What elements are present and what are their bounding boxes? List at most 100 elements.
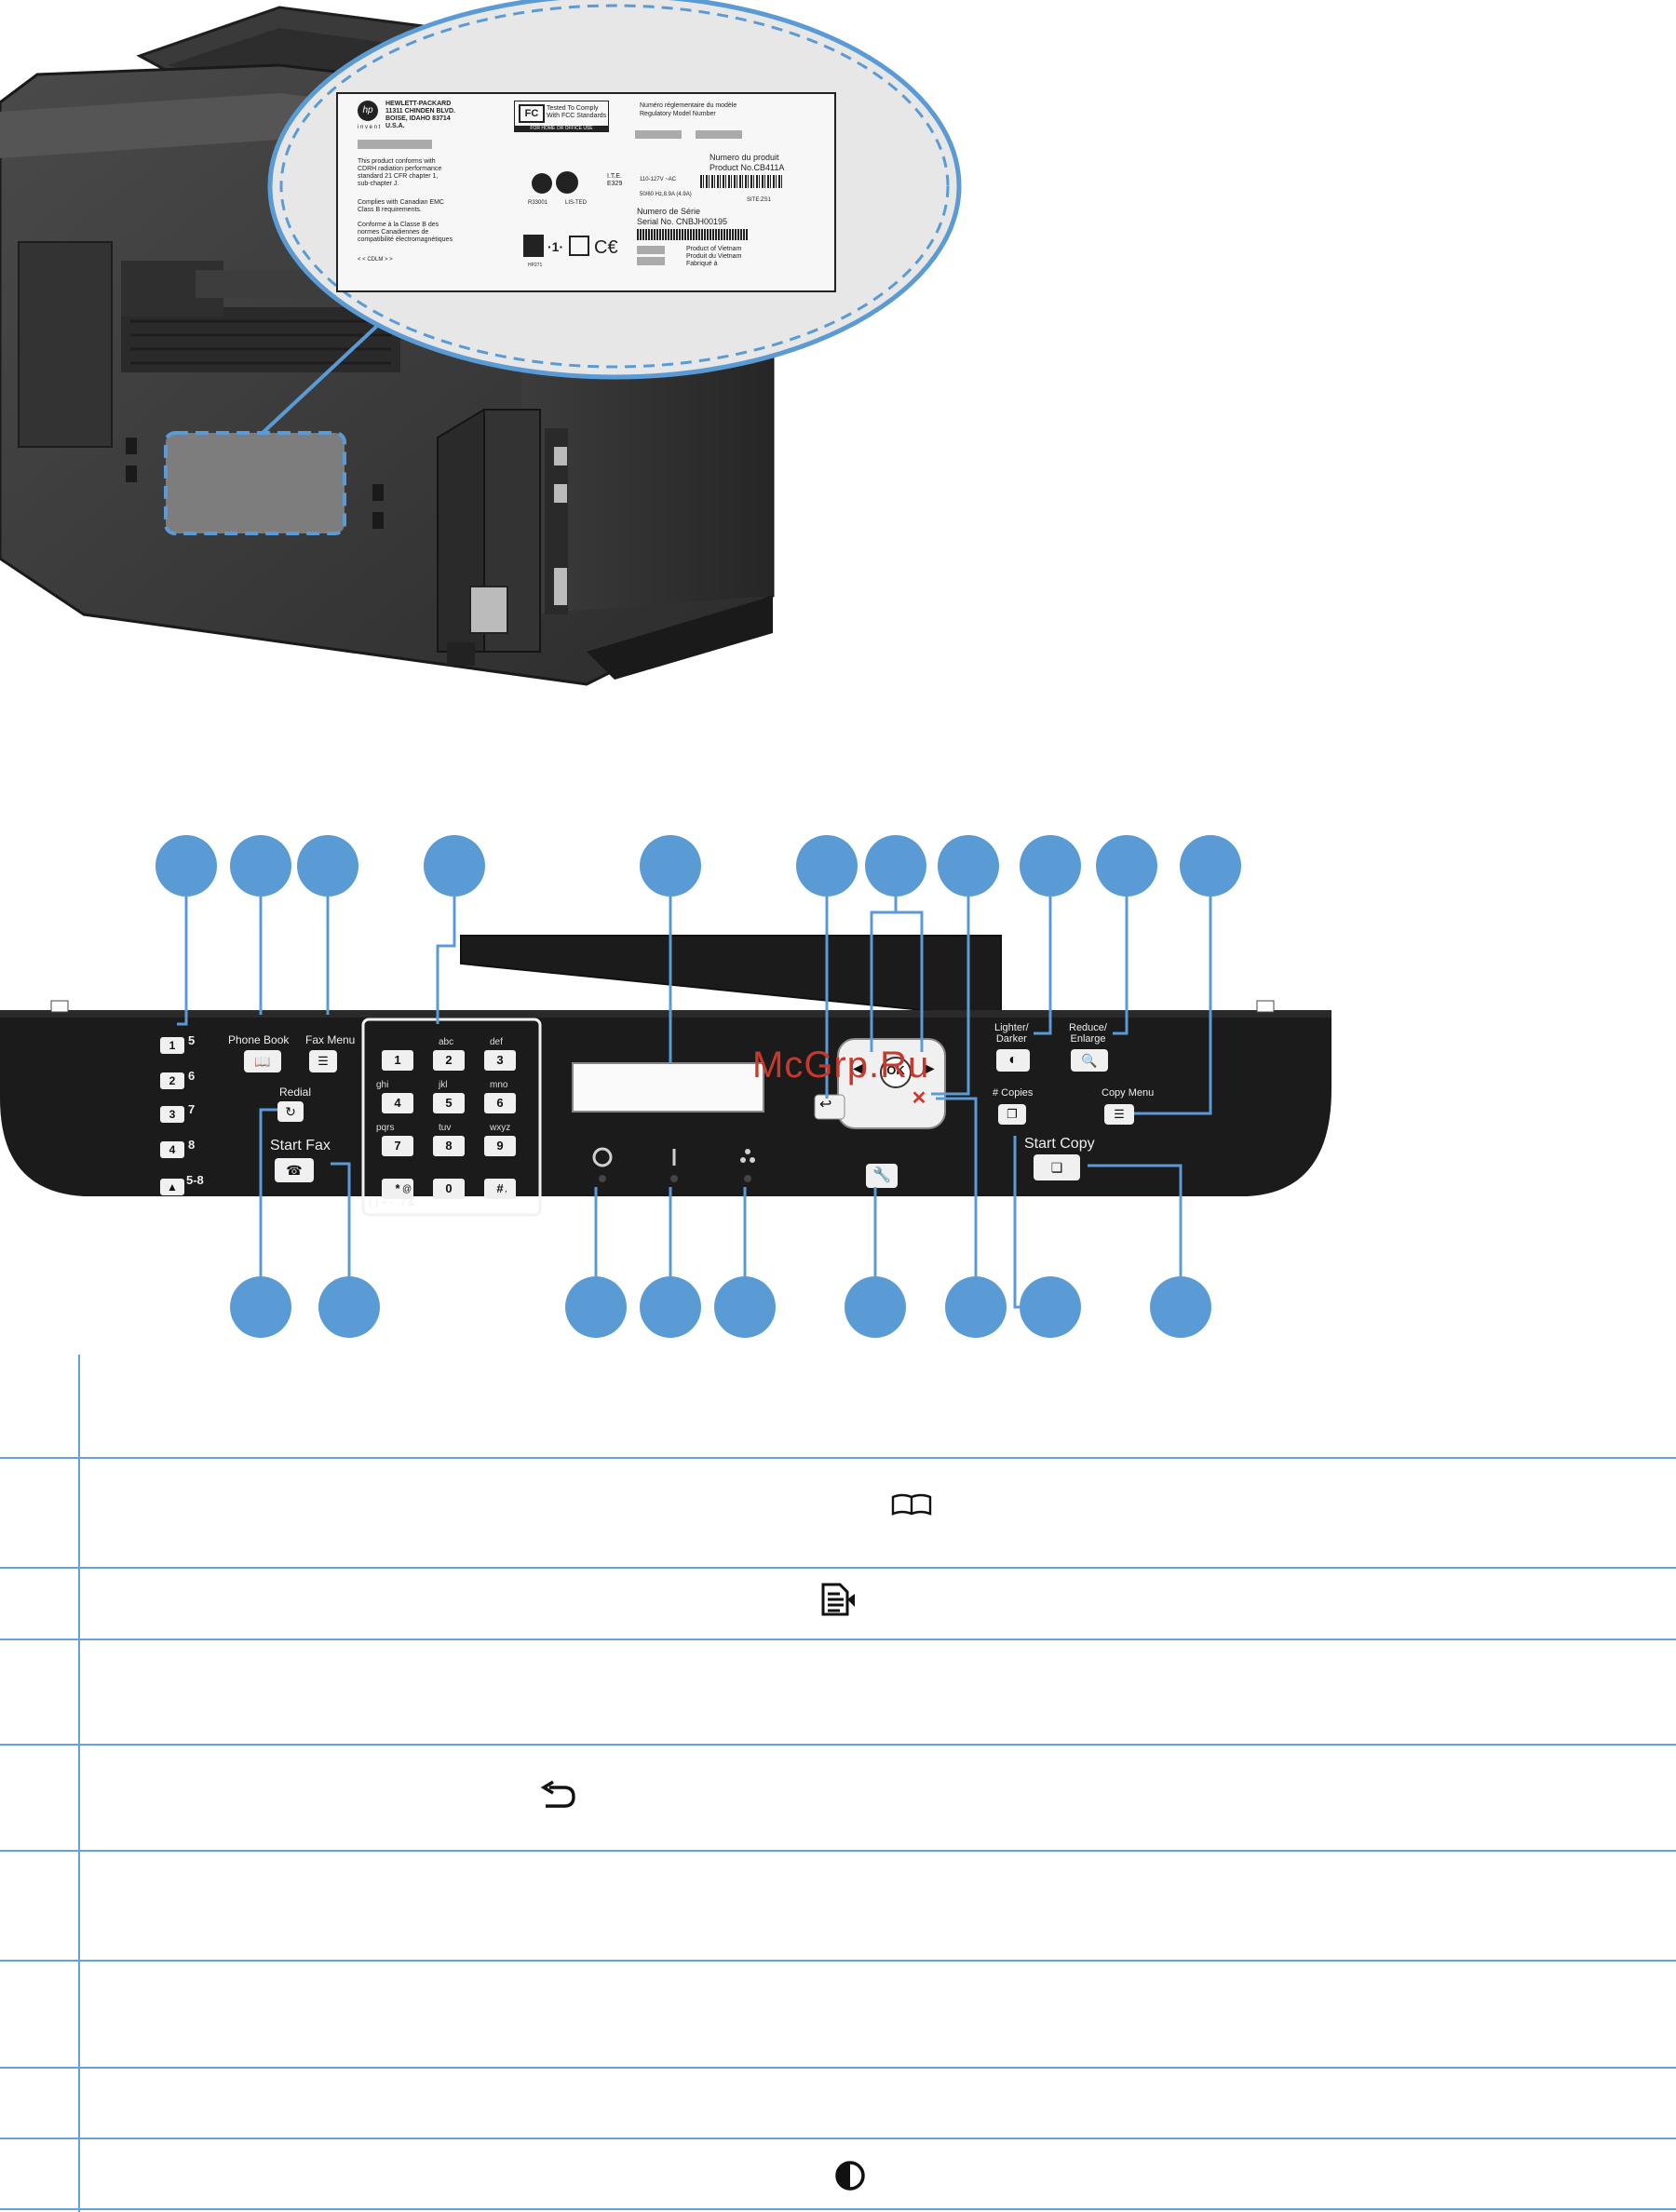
ite-text: I.T.E. bbox=[607, 173, 622, 180]
one-touch-key-2[interactable]: 2 bbox=[160, 1072, 184, 1089]
listed-text: LIS-TED bbox=[565, 200, 588, 206]
address-line: BOISE, IDAHO 83714 bbox=[385, 115, 451, 122]
keypad-letters: jkl bbox=[439, 1080, 448, 1090]
table-column-divider bbox=[78, 1355, 80, 2212]
keypad-sub-symbol: @ bbox=[402, 1184, 412, 1194]
copies-label: # Copies bbox=[993, 1087, 1034, 1099]
keypad-letters: ghi bbox=[376, 1080, 389, 1090]
control-panel-diagram bbox=[0, 835, 1331, 1338]
keypad-letters: wxyz bbox=[490, 1123, 511, 1133]
book-icon bbox=[891, 1491, 932, 1522]
lighter-darker-label: Lighter/Darker bbox=[994, 1022, 1029, 1045]
one-touch-alt-8: 8 bbox=[188, 1138, 196, 1152]
redial-button[interactable]: ↻ bbox=[277, 1101, 304, 1122]
ok-button[interactable]: OK bbox=[886, 1063, 905, 1077]
redacted-block bbox=[637, 257, 665, 265]
phone-book-button[interactable]: 📖 bbox=[244, 1050, 281, 1072]
ite-code: E329 bbox=[607, 181, 623, 187]
freq-text: 50/60 Hz,8.9A (4.9A) bbox=[640, 192, 692, 197]
one-touch-keys: 1 5 2 6 3 7 4 8 ▲ 5-8 bbox=[160, 1024, 216, 1201]
keypad-key-6[interactable]: 6 bbox=[484, 1093, 516, 1113]
table-row bbox=[0, 1639, 1676, 1640]
copies-button[interactable]: ❐ bbox=[998, 1104, 1026, 1125]
table-row bbox=[0, 2138, 1676, 2139]
svg-text:C€: C€ bbox=[594, 237, 618, 258]
keypad-key-5[interactable]: 5 bbox=[433, 1093, 465, 1113]
svg-text:·1·: ·1· bbox=[547, 239, 563, 254]
contrast-icon: ◐ bbox=[1008, 1052, 1018, 1068]
one-touch-alt-5: 5 bbox=[188, 1033, 196, 1047]
keypad-sub-symbol: , bbox=[505, 1184, 507, 1194]
lighter-darker-button[interactable]: ◐ bbox=[996, 1049, 1030, 1072]
keypad-key-4[interactable]: 4 bbox=[382, 1093, 413, 1113]
cancel-x-icon: ✕ bbox=[911, 1088, 927, 1109]
right-arrow-button[interactable]: ▶ bbox=[925, 1060, 935, 1075]
reduce-enlarge-label: Reduce/Enlarge bbox=[1069, 1022, 1107, 1045]
product-no-fr: Numero du produit bbox=[710, 153, 779, 162]
wrench-icon: 🔧 bbox=[872, 1167, 891, 1183]
menu-icon: ☰ bbox=[1114, 1107, 1125, 1121]
table-row bbox=[0, 1744, 1676, 1746]
copy-menu-button[interactable]: ☰ bbox=[1104, 1104, 1134, 1125]
serial-fr: Numero de Série bbox=[637, 207, 701, 216]
address-line: 11311 CHINDEN BLVD. bbox=[385, 108, 455, 115]
start-fax-label: Start Fax bbox=[270, 1138, 331, 1153]
menu-icon: ☰ bbox=[318, 1054, 329, 1068]
invent-text: i n v e n t bbox=[358, 125, 381, 130]
reduce-enlarge-button[interactable]: 🔍 bbox=[1071, 1049, 1108, 1072]
table-row bbox=[0, 1960, 1676, 1962]
one-touch-alt-6: 6 bbox=[188, 1069, 196, 1083]
start-fax-button[interactable]: ☎ bbox=[275, 1158, 314, 1182]
table-row bbox=[0, 1850, 1676, 1852]
left-arrow-button[interactable]: ◀ bbox=[853, 1060, 863, 1075]
fax-menu-button[interactable]: ☰ bbox=[309, 1050, 337, 1072]
site-text: SITE:ZS1 bbox=[747, 197, 772, 203]
keypad-key-7[interactable]: 7 bbox=[382, 1136, 413, 1156]
keypad-key-1[interactable]: 1 bbox=[382, 1050, 413, 1071]
keypad-key-8[interactable]: 8 bbox=[433, 1136, 465, 1156]
ce-ul-marks-icon bbox=[528, 169, 593, 197]
keypad-key-2[interactable]: 2 bbox=[433, 1050, 465, 1071]
one-touch-key-1[interactable]: 1 bbox=[160, 1037, 184, 1054]
cancel-button[interactable]: ✕ bbox=[907, 1087, 931, 1110]
label-content: hp HEWLETT-PACKARD 11311 CHINDEN BLVD. B… bbox=[337, 93, 835, 291]
one-touch-key-3[interactable]: 3 bbox=[160, 1106, 184, 1123]
shift-arrow-icon: ▲ bbox=[167, 1180, 178, 1194]
keypad-key-star[interactable]: * bbox=[382, 1179, 413, 1199]
copy-doc-icon: ❏ bbox=[1050, 1160, 1063, 1175]
fcc-logo: FC bbox=[519, 104, 545, 123]
keypad-letters: tuv bbox=[439, 1123, 452, 1133]
redacted-block bbox=[637, 246, 665, 254]
keypad-letters: abc bbox=[439, 1037, 454, 1047]
label-location-highlight bbox=[164, 431, 346, 535]
shift-key[interactable]: ▲ bbox=[160, 1179, 184, 1195]
keypad-key-hash[interactable]: # bbox=[484, 1179, 516, 1199]
barcode bbox=[700, 175, 784, 188]
keypad-key-3[interactable]: 3 bbox=[484, 1050, 516, 1071]
back-icon bbox=[540, 1780, 577, 1818]
back-arrow-icon[interactable]: ↩ bbox=[819, 1097, 832, 1113]
keypad-letters: pqrs bbox=[376, 1123, 395, 1133]
r-code: R33001 bbox=[528, 200, 548, 206]
barcode bbox=[637, 229, 749, 240]
voltage-text: 110-127V ~AC bbox=[640, 177, 677, 182]
start-copy-button[interactable]: ❏ bbox=[1034, 1154, 1080, 1180]
copy-menu-label: Copy Menu bbox=[1102, 1087, 1155, 1099]
setup-button[interactable]: 🔧 bbox=[866, 1164, 898, 1188]
table-row bbox=[0, 1457, 1676, 1459]
phone-book-label: Phone Book bbox=[228, 1033, 290, 1046]
keypad-symbols: ( ) + - . / & bbox=[369, 1197, 415, 1208]
table-row bbox=[0, 1567, 1676, 1569]
printer-rear-illustration bbox=[0, 0, 962, 686]
one-touch-key-4[interactable]: 4 bbox=[160, 1141, 184, 1158]
redial-label: Redial bbox=[279, 1086, 312, 1099]
company-name: HEWLETT-PACKARD bbox=[385, 101, 452, 107]
keypad-key-0[interactable]: 0 bbox=[433, 1179, 465, 1199]
redacted-block bbox=[696, 130, 742, 139]
start-copy-label: Start Copy bbox=[1024, 1136, 1095, 1152]
keypad-key-9[interactable]: 9 bbox=[484, 1136, 516, 1156]
